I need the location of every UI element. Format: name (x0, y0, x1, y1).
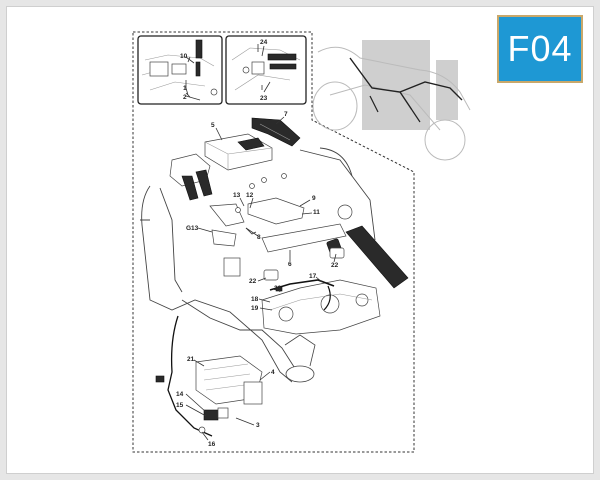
callout-14: 14 (176, 391, 184, 398)
callout-2: 2 (183, 94, 187, 101)
callout-12: 12 (246, 192, 254, 199)
motorcycle-overview (312, 40, 471, 161)
callout-G13: G13 (186, 225, 199, 232)
callout-3: 3 (256, 422, 260, 429)
tube-assembly (261, 204, 409, 289)
callout-13: 13 (233, 192, 241, 199)
coil-pair (169, 153, 213, 201)
callout-7: 7 (284, 111, 288, 118)
callout-22-left: 22 (249, 278, 257, 285)
dashed-boundary (132, 31, 415, 453)
callout-18: 18 (251, 296, 259, 303)
callout-8: 8 (257, 234, 261, 241)
callout-1: 1 (183, 85, 187, 92)
callout-9: 9 (312, 195, 316, 202)
inset-left-drawing (141, 39, 218, 98)
callout-10: 10 (180, 53, 188, 60)
inset-right-drawing (231, 44, 301, 91)
callout-5: 5 (211, 122, 215, 129)
lower-wire (167, 315, 213, 437)
ecu-unit (204, 133, 273, 171)
callout-23: 23 (260, 95, 268, 102)
callout-labels: 10 1 2 24 23 5 7 13 12 9 11 G13 8 6 22 2… (176, 39, 339, 448)
wire-connector (155, 375, 165, 383)
callout-22-right: 22 (331, 262, 339, 269)
callout-17: 17 (309, 273, 317, 280)
callout-24: 24 (260, 39, 268, 46)
section-badge: F04 (497, 15, 583, 83)
callout-6: 6 (288, 261, 292, 268)
relay-parts (198, 381, 263, 434)
callout-19: 19 (251, 305, 259, 312)
callout-15: 15 (176, 402, 184, 409)
callout-11: 11 (313, 209, 320, 216)
callout-21: 21 (187, 356, 195, 363)
callout-16: 16 (208, 441, 216, 448)
frame-chassis (140, 147, 376, 383)
inner-frame (6, 6, 594, 474)
sleeve-22-right (329, 247, 345, 259)
sleeve-22-left (263, 269, 279, 281)
callout-20: 20 (274, 285, 282, 292)
inset-box-right (225, 35, 307, 105)
leader-lines (185, 45, 337, 441)
bracket-parts (209, 173, 305, 277)
callout-4: 4 (271, 369, 275, 376)
